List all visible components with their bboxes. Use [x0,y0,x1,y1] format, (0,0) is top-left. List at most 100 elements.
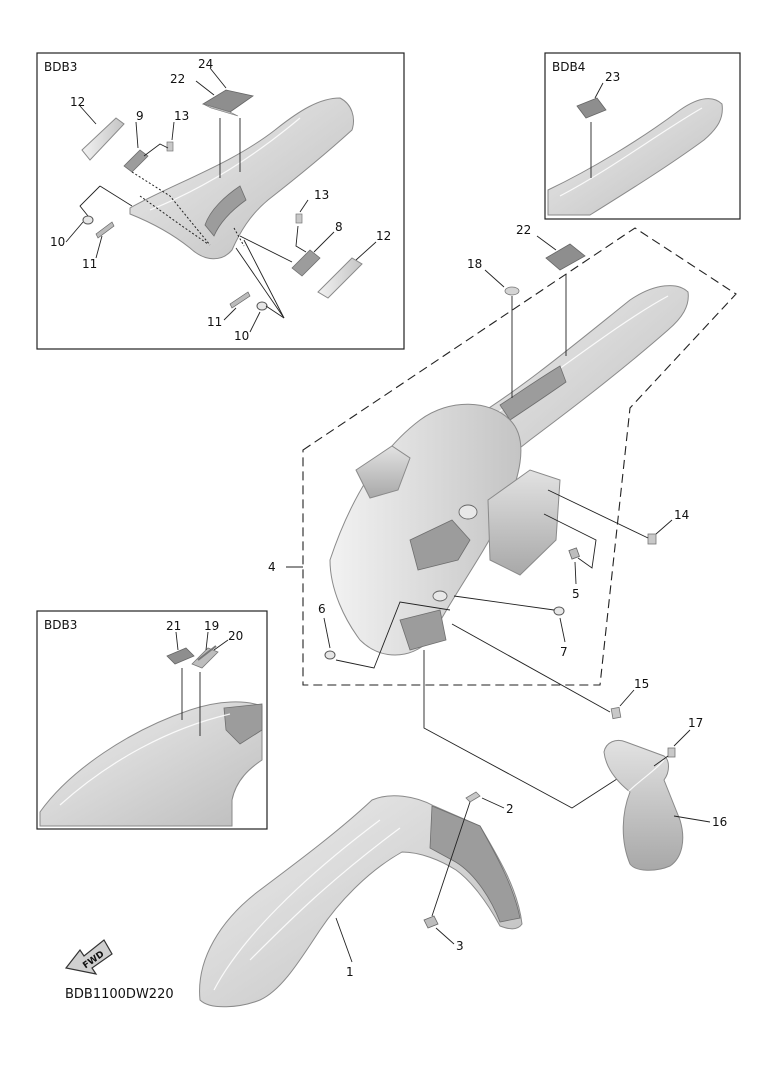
lead-tr-23b [594,82,604,99]
callout-tl-12b: 12 [376,229,391,243]
rear-fender [469,285,689,471]
mudflap-group: 16 17 [603,716,727,871]
grommet-18 [504,286,520,296]
lead-tl-10b [249,311,261,333]
lead-5-route [543,513,597,569]
bracket-9 [123,149,149,173]
lead-tl-9-13 [143,143,169,157]
washer-10-right [256,301,268,311]
fender-lower-slot [399,609,447,651]
decal-24-22 [202,89,254,117]
decal-21 [166,647,195,665]
lead-tl-12a [79,105,97,125]
rear-fender-skirt [355,445,411,499]
callout-bl-21: 21 [166,619,181,633]
callout-17: 17 [688,716,703,730]
inset-front-fender-highlight [59,713,231,806]
callout-bl-20: 20 [228,629,243,643]
fwd-arrow-shape [64,939,113,975]
fender-window [409,519,471,571]
washer-6 [324,650,336,660]
inset-front-fender-rib [223,703,263,745]
lead-17 [673,729,691,747]
callout-15: 15 [634,677,649,691]
nut-5 [568,547,580,560]
rear-fender-assembly: 4 18 22 14 5 7 [268,223,737,809]
callout-1: 1 [346,965,354,979]
inset-bottom-left-frame [36,610,268,830]
inset-fender-recess [204,185,247,237]
front-fender-highlight-2 [249,827,401,961]
lead-2 [481,797,505,809]
inset-top-left-title: BDB3 [44,60,77,74]
lead-tl-9 [135,121,139,149]
front-fender-inner [429,805,521,923]
mudflap-16 [603,739,684,871]
lead-14 [655,519,673,535]
diagram-code: BDB1100DW220 [65,987,174,1002]
lead-tl-13b-route [295,225,307,253]
dotted-route-left-2 [139,195,209,245]
lead-15 [619,689,635,707]
mudflap-highlight [627,759,665,793]
lead-3 [435,927,455,945]
callout-22: 22 [516,223,531,237]
lead-tl-10b-link [265,305,285,319]
callout-7: 7 [560,645,568,659]
callout-tl-10b: 10 [234,329,249,343]
lead-bl-21b [175,631,179,651]
bolt-hole [432,590,448,602]
callout-tl-11b: 11 [207,315,222,329]
assembly-4-outline [302,227,737,686]
front-fender-highlight [213,819,381,991]
inset-bottom-left-title: BDB3 [44,618,77,632]
inset-top-right: BDB4 23 [544,52,741,220]
inset-front-fender [39,701,263,827]
tail-lamp-bracket [487,469,561,576]
bolt-3 [423,915,439,929]
callout-2: 2 [506,802,514,816]
side-reflector-right [317,257,363,299]
inset-top-right-title: BDB4 [552,60,585,74]
screw-13-upper [166,141,174,152]
lead-6 [323,617,331,649]
callout-bl-19: 19 [204,619,219,633]
lead-tl-v-a [235,247,285,319]
bolt-11-left [95,221,115,239]
callout-3: 3 [456,939,464,953]
lead-16-route [423,650,635,809]
lead-15-route [451,623,611,713]
callout-16: 16 [712,815,727,829]
inset-top-right-frame [544,52,741,220]
dotted-route-right [233,227,245,247]
inset-rear-fender [129,97,354,260]
bolt-11-right [229,291,251,309]
callout-tl-9: 9 [136,109,144,123]
lead-7-route [453,595,555,611]
side-reflector-left [81,117,125,161]
callout-tl-12a: 12 [70,95,85,109]
lead-tl-24b [209,67,227,89]
lead-tl-22b [195,80,215,96]
callout-tl-24: 24 [198,57,213,71]
dotted-route-left [131,171,211,246]
callout-tl-11a: 11 [82,257,97,271]
inset-top-left-frame [36,52,405,350]
decal-19 [191,647,219,669]
lead-2-3-axis [431,801,471,917]
callout-tl-13b: 13 [314,188,329,202]
callout-tl-8: 8 [335,220,343,234]
front-fender-group: 1 2 3 [199,791,523,1008]
lead-tl-v-b [243,239,285,319]
fwd-arrow: FWD [64,939,113,975]
callout-18: 18 [467,257,482,271]
lead-22b [536,235,557,251]
lead-tl-10a-bracket [79,185,101,217]
decal-22 [545,243,586,271]
lead-tl-11b [223,307,237,321]
lead-5 [574,561,577,585]
callout-5: 5 [572,587,580,601]
decal-23 [576,97,607,119]
lead-bl-19b [205,631,209,651]
lead-tl-10a [65,221,84,243]
